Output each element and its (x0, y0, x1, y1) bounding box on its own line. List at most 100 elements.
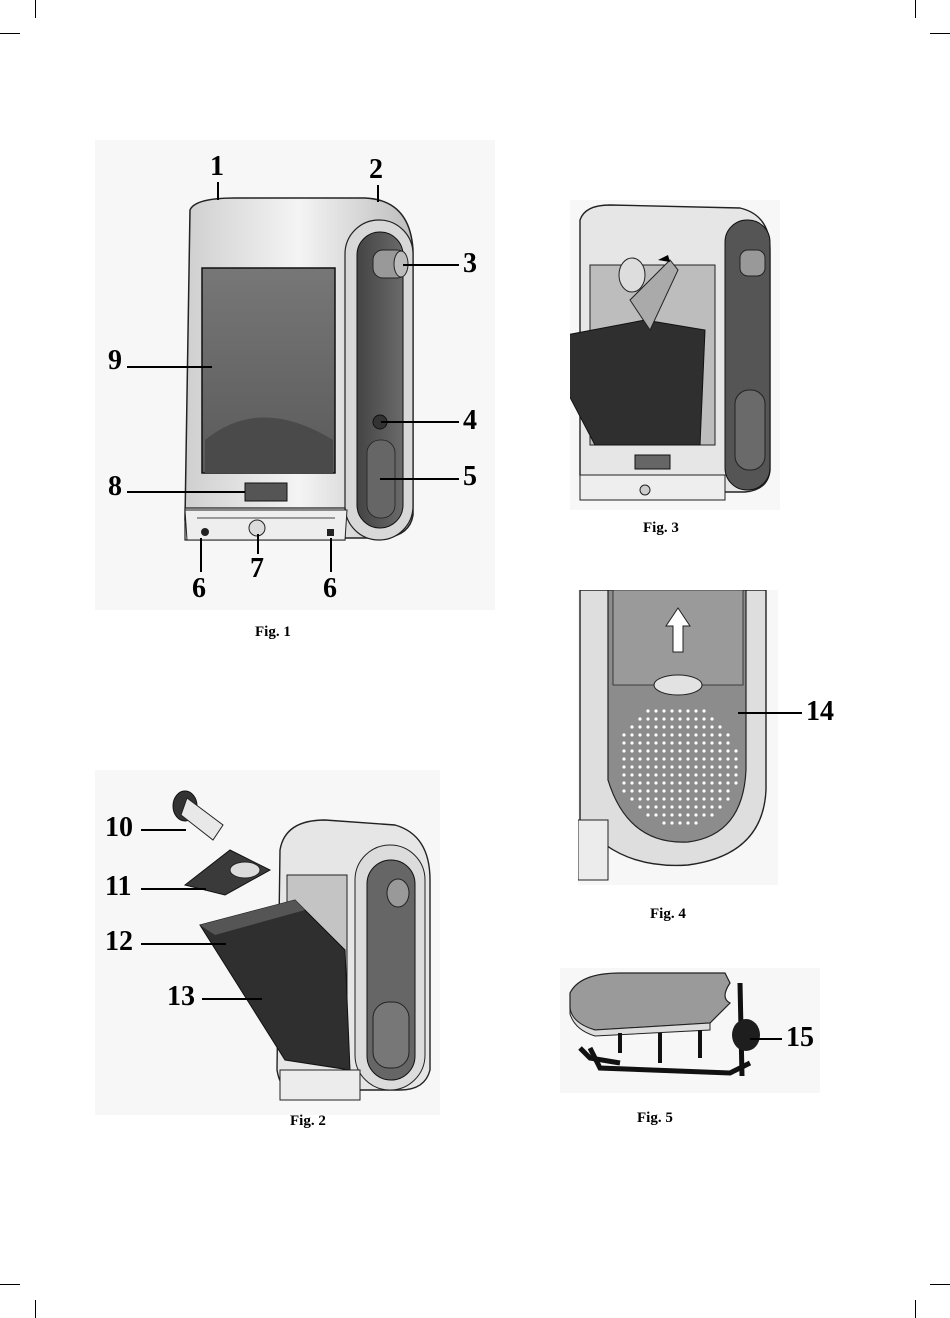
grille-hole (686, 749, 689, 752)
grille-hole (702, 709, 705, 712)
grille-hole (638, 749, 641, 752)
front-button (245, 483, 287, 501)
grille-hole (654, 741, 657, 744)
grille-hole (630, 749, 633, 752)
grille-hole (710, 733, 713, 736)
callout-9: 9 (108, 347, 122, 375)
caption-fig-3: Fig. 3 (643, 520, 679, 537)
grille-hole (686, 781, 689, 784)
grille-hole (646, 813, 649, 816)
grille-hole (622, 789, 625, 792)
grille-hole (646, 757, 649, 760)
grille-hole (686, 757, 689, 760)
callout-8: 8 (108, 473, 122, 501)
leader-9 (127, 366, 212, 368)
grille-hole (670, 773, 673, 776)
callout-13: 13 (167, 983, 195, 1011)
grille-hole (678, 709, 681, 712)
grille-hole (670, 757, 673, 760)
grille-hole (662, 741, 665, 744)
grille-hole (622, 749, 625, 752)
grille-hole (718, 805, 721, 808)
grille-hole (710, 797, 713, 800)
grille-hole (726, 741, 729, 744)
grille-hole (654, 781, 657, 784)
grille-hole (670, 741, 673, 744)
grille-hole (710, 765, 713, 768)
grille-hole (710, 717, 713, 720)
grille-hole (646, 789, 649, 792)
grille-hole (726, 773, 729, 776)
grille-hole (710, 789, 713, 792)
grille-hole (718, 749, 721, 752)
callout-1: 1 (210, 153, 224, 181)
grille-hole (654, 805, 657, 808)
grille-hole (646, 805, 649, 808)
grille-hole (718, 765, 721, 768)
grille-hole (710, 813, 713, 816)
grille-hole (718, 725, 721, 728)
grille-hole (622, 773, 625, 776)
grille-hole (662, 797, 665, 800)
grille-hole (678, 805, 681, 808)
grille-hole (638, 797, 641, 800)
grille-hole (630, 773, 633, 776)
callout-6-right: 6 (323, 575, 337, 603)
grille-hole (662, 725, 665, 728)
grille-hole (694, 733, 697, 736)
base-3 (580, 475, 725, 500)
grille-hole (702, 741, 705, 744)
grille-hole (662, 789, 665, 792)
grille-hole (670, 733, 673, 736)
grille-hole (646, 797, 649, 800)
grille-hole (654, 797, 657, 800)
grille-hole (622, 765, 625, 768)
callout-14: 14 (806, 698, 834, 726)
grille-hole (678, 741, 681, 744)
open-cartridge-flap (570, 320, 705, 445)
grille-hole (710, 781, 713, 784)
grille-hole (678, 781, 681, 784)
grille-hole (734, 781, 737, 784)
leader-2 (377, 185, 379, 202)
callout-12: 12 (105, 928, 133, 956)
grille-hole (694, 749, 697, 752)
grille-hole (694, 821, 697, 824)
grille-hole (718, 789, 721, 792)
crop-mark-top-left (35, 0, 36, 18)
grille-hole (702, 813, 705, 816)
leader-15 (750, 1038, 782, 1040)
grille-hole (638, 725, 641, 728)
grille-hole (710, 741, 713, 744)
grille-hole (630, 781, 633, 784)
grille-hole (678, 765, 681, 768)
grille-hole (702, 757, 705, 760)
foot-right (327, 529, 334, 536)
grille-hole (702, 765, 705, 768)
grille-hole (678, 733, 681, 736)
grille-hole (734, 757, 737, 760)
grille-hole (702, 773, 705, 776)
grille-hole (646, 709, 649, 712)
grille-hole (678, 797, 681, 800)
grille-hole (702, 781, 705, 784)
leader-6-left (200, 538, 202, 572)
grille-hole (678, 717, 681, 720)
grille-hole (694, 709, 697, 712)
grille-hole (710, 773, 713, 776)
crop-mark-bottom-left (35, 1300, 36, 1318)
leader-3 (403, 264, 459, 266)
grille-hole (694, 797, 697, 800)
callout-5: 5 (463, 463, 477, 491)
grille-hole (630, 765, 633, 768)
grille-hole (622, 781, 625, 784)
grille-hole (654, 709, 657, 712)
callout-2: 2 (369, 156, 383, 184)
leader-8 (127, 491, 245, 493)
grille-hole (654, 789, 657, 792)
grille-hole (662, 805, 665, 808)
grille-hole (670, 765, 673, 768)
figure-3-drawing (570, 200, 780, 510)
leader-6-right (330, 538, 332, 572)
leader-7 (257, 534, 259, 554)
